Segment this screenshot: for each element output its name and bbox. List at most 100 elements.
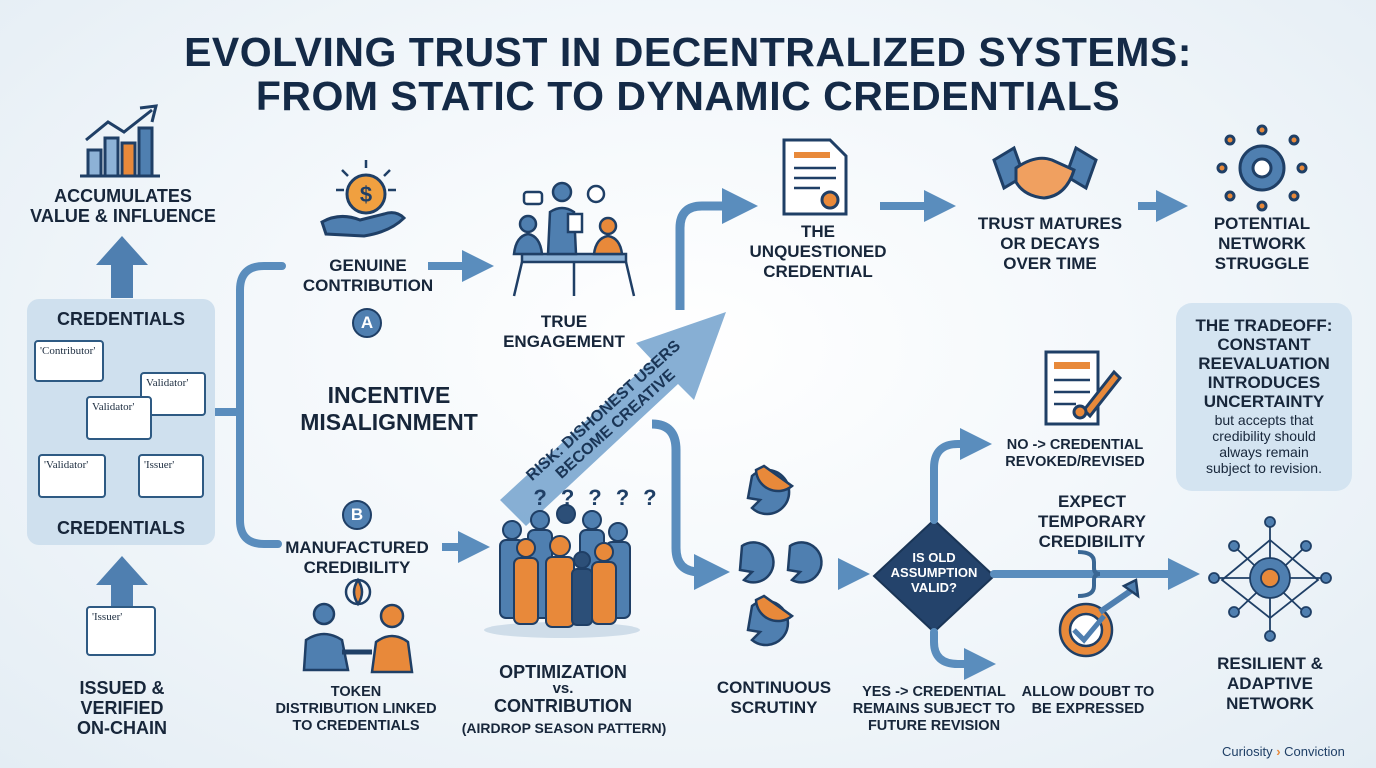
optimization-line-1: OPTIMIZATION (499, 662, 627, 682)
brand-right: Conviction (1284, 744, 1345, 759)
tradeoff-line-2: CONSTANT (1217, 335, 1311, 354)
title-line-2: FROM STATIC TO DYNAMIC CREDENTIALS (255, 73, 1121, 119)
risk-arrow (500, 312, 726, 526)
manufactured-credibility-label: MANUFACTURED CREDIBILITY (272, 538, 442, 578)
unquestioned-line-2: UNQUESTIONED (749, 242, 887, 261)
tradeoff-body-3: always remain (1219, 444, 1309, 460)
expect-brace (1077, 550, 1101, 598)
potential-struggle-label: POTENTIAL NETWORK STRUGGLE (1192, 214, 1332, 274)
resilient-line-2: ADAPTIVE (1227, 674, 1313, 693)
meeting-icon (512, 181, 636, 297)
unquestioned-credential-label: THE UNQUESTIONED CREDENTIAL (738, 222, 898, 282)
question-mark-4: ? (615, 485, 644, 510)
crowd-question-marks: ????? (492, 485, 712, 510)
potential-line-1: POTENTIAL (1213, 214, 1311, 233)
yes-line-3: FUTURE REVISION (867, 718, 1001, 734)
true-engagement-line-2: ENGAGEMENT (503, 332, 625, 351)
continuous-line-2: SCRUTINY (730, 698, 818, 717)
yes-line-2: REMAINS SUBJECT TO (852, 701, 1016, 717)
optimization-line-2: vs. (552, 680, 574, 697)
allow-doubt-label: ALLOW DOUBT TO BE EXPRESSED (1016, 684, 1160, 718)
branch-connector (211, 262, 286, 548)
up-arrow-top (96, 236, 148, 298)
diamond-label: IS OLD ASSUMPTION VALID? (874, 550, 994, 595)
branch-no (930, 428, 992, 524)
tradeoff-body-4: subject to revision. (1206, 460, 1322, 476)
airdrop-label: (AIRDROP SEASON PATTERN) (461, 720, 667, 736)
chevron-right-icon: › (1276, 744, 1281, 759)
accumulates-line-2: VALUE & INFLUENCE (30, 206, 216, 226)
tradeoff-line-3: REEVALUATION (1198, 354, 1330, 373)
tradeoff-heading: THE TRADEOFF: CONSTANT REEVALUATION INTR… (1176, 316, 1352, 411)
manufactured-line-1: MANUFACTURED (285, 538, 429, 557)
branch-yes (930, 628, 996, 680)
continuous-line-1: CONTINUOUS (716, 678, 832, 697)
issued-label: ISSUED & VERIFIED ON-CHAIN (52, 678, 192, 738)
badge-a: A (352, 308, 382, 338)
resilient-line-1: RESILIENT & (1217, 654, 1323, 673)
tradeoff-line-4: INTRODUCES (1207, 373, 1321, 392)
true-engagement-label: TRUE ENGAGEMENT (476, 312, 652, 352)
incentive-misalignment-label: INCENTIVE MISALIGNMENT (282, 382, 496, 436)
incentive-line-1: INCENTIVE (327, 382, 451, 408)
credentials-title-top: CREDENTIALS (56, 309, 185, 329)
potential-line-3: STRUGGLE (1214, 254, 1310, 273)
token-distribution-label: TOKEN DISTRIBUTION LINKED TO CREDENTIALS (262, 684, 450, 735)
credential-card-validator-1: Validator' (140, 372, 206, 416)
tradeoff-callout (1176, 303, 1352, 491)
unquestioned-line-1: THE (801, 222, 835, 241)
resilient-network-icon (1208, 516, 1332, 642)
no-revoked-label: NO -> CREDENTIAL REVOKED/REVISED (994, 437, 1156, 471)
question-mark-5: ? (643, 485, 671, 510)
crowd-icon (484, 504, 640, 638)
question-mark-1: ? (533, 485, 561, 510)
no-revoked-line-1: NO -> CREDENTIAL (1006, 437, 1144, 453)
tradeoff-body-1: but accepts that (1214, 412, 1314, 428)
bar-chart-icon (80, 104, 160, 178)
yes-remains-label: YES -> CREDENTIAL REMAINS SUBJECT TO FUT… (848, 684, 1020, 735)
continuous-scrutiny-label: CONTINUOUS SCRUTINY (700, 678, 848, 718)
resilient-line-3: NETWORK (1226, 694, 1314, 713)
issued-line-3: ON-CHAIN (77, 718, 167, 738)
trust-line-3: OVER TIME (1003, 254, 1097, 273)
expect-line-1: EXPECT (1057, 492, 1127, 511)
gear-network-icon (1216, 124, 1308, 212)
diamond-line-2: ASSUMPTION (890, 565, 978, 580)
incentive-line-2: MISALIGNMENT (300, 409, 478, 435)
expect-label: EXPECT TEMPORARY CREDIBILITY (1012, 492, 1172, 552)
trust-line-1: TRUST MATURES (977, 214, 1123, 233)
yes-line-1: YES -> CREDENTIAL (862, 684, 1006, 700)
gear-check-icon (1058, 578, 1140, 658)
tradeoff-body: but accepts that credibility should alwa… (1176, 412, 1352, 476)
trust-line-2: OR DECAYS (1000, 234, 1100, 253)
coin-hand-icon: $ (320, 160, 407, 238)
manufactured-line-2: CREDIBILITY (303, 558, 411, 577)
up-arrow-bottom (96, 556, 148, 613)
brand-logo: Curiosity › Conviction (1222, 744, 1368, 759)
optimization-line-3: CONTRIBUTION (494, 696, 632, 716)
token-line-3: TO CREDENTIALS (292, 718, 420, 734)
resilient-network-label: RESILIENT & ADAPTIVE NETWORK (1196, 654, 1344, 714)
svg-text:$: $ (360, 182, 372, 207)
title-line-1: EVOLVING TRUST IN DECENTRALIZED SYSTEMS: (184, 29, 1192, 75)
brand-left: Curiosity (1222, 744, 1273, 759)
genuine-line-2: CONTRIBUTION (302, 276, 434, 295)
credential-card-validator-3: 'Validator' (38, 454, 106, 498)
arrow-to-unquestioned (675, 188, 758, 310)
arrow-to-scrutiny (651, 419, 730, 590)
expect-line-3: CREDIBILITY (1038, 532, 1146, 551)
document-icon (782, 138, 848, 216)
credential-card-contributor: 'Contributor' (34, 340, 104, 382)
no-revoked-line-2: REVOKED/REVISED (1005, 454, 1145, 470)
issued-line-1: ISSUED & (79, 678, 165, 698)
allow-doubt-line-2: BE EXPRESSED (1031, 701, 1145, 717)
tradeoff-line-1: THE TRADEOFF: (1195, 316, 1333, 335)
issuer-credential-card: 'Issuer' (86, 606, 156, 656)
badge-b: B (342, 500, 372, 530)
issued-line-2: VERIFIED (80, 698, 164, 718)
accumulates-label: ACCUMULATES VALUE & INFLUENCE (20, 186, 226, 226)
credential-card-validator-2: Validator' (86, 396, 152, 440)
expect-line-2: TEMPORARY (1038, 512, 1146, 531)
credentials-title-bottom: CREDENTIALS (56, 518, 185, 538)
